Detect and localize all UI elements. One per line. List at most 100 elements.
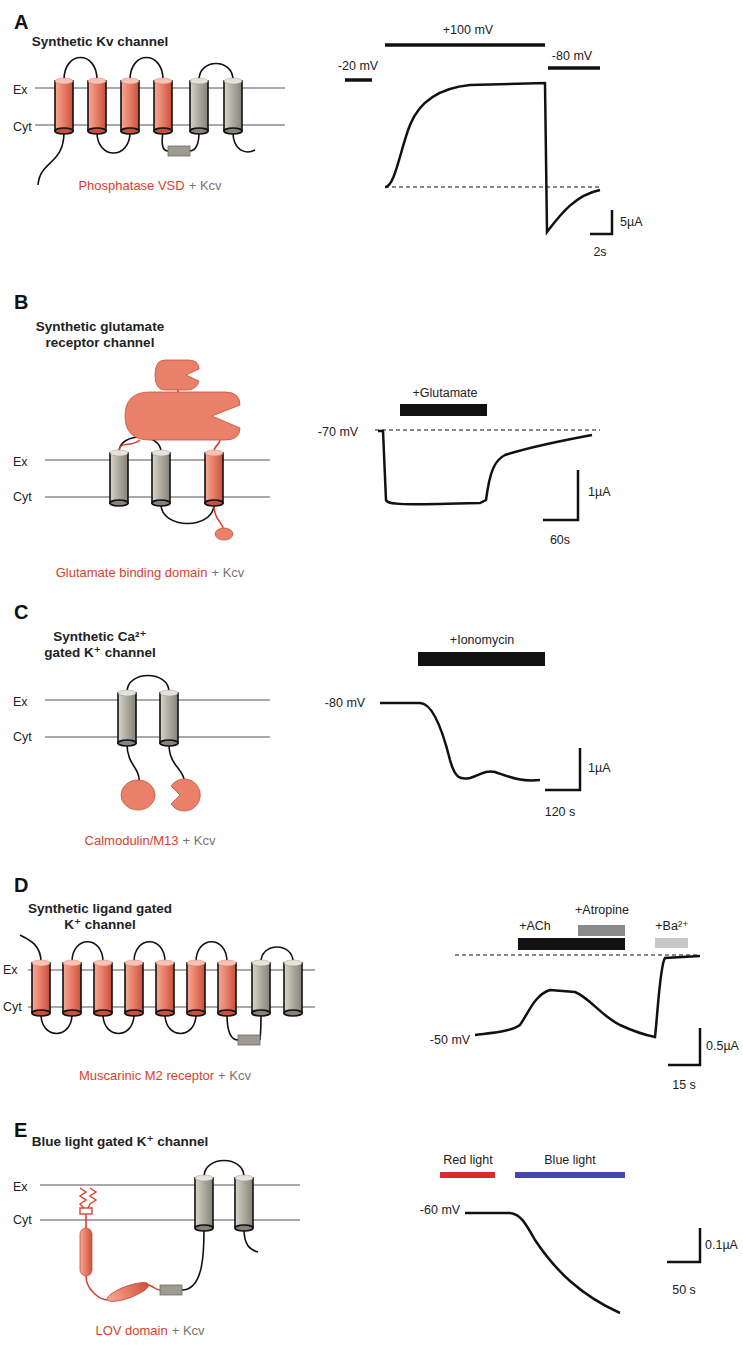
linker-box xyxy=(238,1035,260,1045)
c-terminal-blob xyxy=(215,528,233,540)
pore-loop xyxy=(261,947,293,962)
voltage-label: -50 mV xyxy=(430,1033,470,1048)
scale-label: 15 s xyxy=(672,1078,696,1093)
construct-caption: Calmodulin/M13+ Kcv xyxy=(85,830,216,849)
current-trace xyxy=(465,1213,620,1313)
linker xyxy=(190,132,199,151)
kcv-helix xyxy=(190,78,208,134)
panel-letter: B xyxy=(14,290,28,314)
n-terminus xyxy=(38,132,64,185)
baseline xyxy=(455,954,700,955)
loop xyxy=(161,504,214,524)
membrane-side: Ex xyxy=(3,963,18,978)
calmodulin xyxy=(121,780,155,810)
scale-label: 0.5µA xyxy=(706,1039,739,1054)
kcv-helix xyxy=(160,690,178,746)
scale-label: 60s xyxy=(550,533,570,548)
panel-letter: C xyxy=(14,600,28,624)
receptor-helix xyxy=(187,960,205,1016)
membrane-side: Ex xyxy=(13,695,28,710)
receptor-helix xyxy=(156,960,174,1016)
scale-label: 1µA xyxy=(588,761,611,776)
panel-title: Synthetic glutamate receptor channel xyxy=(25,319,175,351)
vsd-helix xyxy=(154,78,172,134)
voltage-step xyxy=(345,78,372,82)
linker xyxy=(86,1276,108,1300)
anchor-box xyxy=(80,1208,92,1214)
voltage-label: -60 mV xyxy=(420,1203,460,1218)
construct-name: Muscarinic M2 receptor xyxy=(79,1068,214,1083)
pore-loop xyxy=(199,64,233,81)
voltage-label: +100 mV xyxy=(443,23,493,38)
panel-letter: E xyxy=(14,1118,27,1142)
baseline xyxy=(375,429,600,430)
kcv-helix xyxy=(152,450,170,506)
loop xyxy=(165,1014,196,1034)
current-trace xyxy=(378,431,592,504)
receptor-helix xyxy=(218,960,236,1016)
application-bar xyxy=(418,652,545,666)
scale-bar xyxy=(543,470,578,520)
current-trace-d xyxy=(455,925,700,1065)
construct-name: + Kcv xyxy=(183,833,216,848)
scale-label: 2s xyxy=(593,245,606,260)
loop xyxy=(196,942,227,962)
voltage-step xyxy=(548,66,600,70)
c-terminus xyxy=(214,504,223,528)
protocol-label: +Glutamate xyxy=(413,386,478,401)
membrane-line xyxy=(40,1184,300,1185)
construct-caption: Phosphatase VSD+ Kcv xyxy=(78,175,221,194)
application-bar xyxy=(578,925,625,936)
kcv-helix xyxy=(224,78,242,134)
scale-label: 120 s xyxy=(545,805,576,820)
panel-title: Synthetic ligand gated K⁺ channel xyxy=(25,901,175,933)
loop xyxy=(103,1014,134,1034)
receptor-helix xyxy=(63,960,81,1016)
baseline xyxy=(385,186,602,187)
voltage-label: -80 mV xyxy=(552,49,592,64)
protocol-label: +Atropine xyxy=(575,903,629,918)
application-bar xyxy=(655,938,688,948)
kcv-helix xyxy=(284,960,302,1016)
voltage-label: -70 mV xyxy=(318,425,358,440)
panel-title: Synthetic Kv channel xyxy=(0,34,200,50)
current-trace-b xyxy=(375,404,600,520)
construct-name: + Kcv xyxy=(172,1323,205,1338)
scale-bar xyxy=(667,1228,700,1262)
receptor-helix xyxy=(94,960,112,1016)
vsd-helix xyxy=(121,78,139,134)
construct-caption: LOV domain+ Kcv xyxy=(95,1320,204,1339)
linker-box xyxy=(160,1285,182,1295)
membrane-line xyxy=(40,1219,300,1220)
kv-channel-cartoon xyxy=(35,58,285,186)
loop xyxy=(97,132,130,153)
panel-title: Blue light gated K⁺ channel xyxy=(10,1134,230,1150)
scale-label: 0.1µA xyxy=(705,1238,738,1253)
membrane-side: Cyt xyxy=(13,730,32,745)
binding-domain-lobe xyxy=(155,360,199,390)
light-bar xyxy=(440,1172,495,1178)
linker xyxy=(85,1214,87,1228)
linker xyxy=(182,1229,204,1290)
binding-domain xyxy=(125,392,240,440)
lipid-anchor xyxy=(88,1188,96,1208)
linker-box xyxy=(168,146,190,156)
membrane-line xyxy=(45,736,270,737)
scale-bar xyxy=(668,1028,700,1065)
kcv-helix xyxy=(195,1175,213,1231)
panel-letter: D xyxy=(14,873,28,897)
construct-name: Phosphatase VSD xyxy=(78,178,184,193)
kcv-helix xyxy=(118,690,136,746)
n-terminus xyxy=(20,935,41,962)
membrane-side: Cyt xyxy=(13,490,32,505)
linker xyxy=(149,1285,160,1290)
current-trace xyxy=(380,703,540,780)
lov-channel-cartoon xyxy=(40,1161,300,1306)
scale-bar xyxy=(590,210,612,234)
voltage-label: -20 mV xyxy=(338,59,378,74)
loop xyxy=(64,58,97,81)
protocol-label: +Ionomycin xyxy=(450,633,514,648)
loop xyxy=(72,942,103,962)
scale-label: 5µA xyxy=(620,215,643,230)
